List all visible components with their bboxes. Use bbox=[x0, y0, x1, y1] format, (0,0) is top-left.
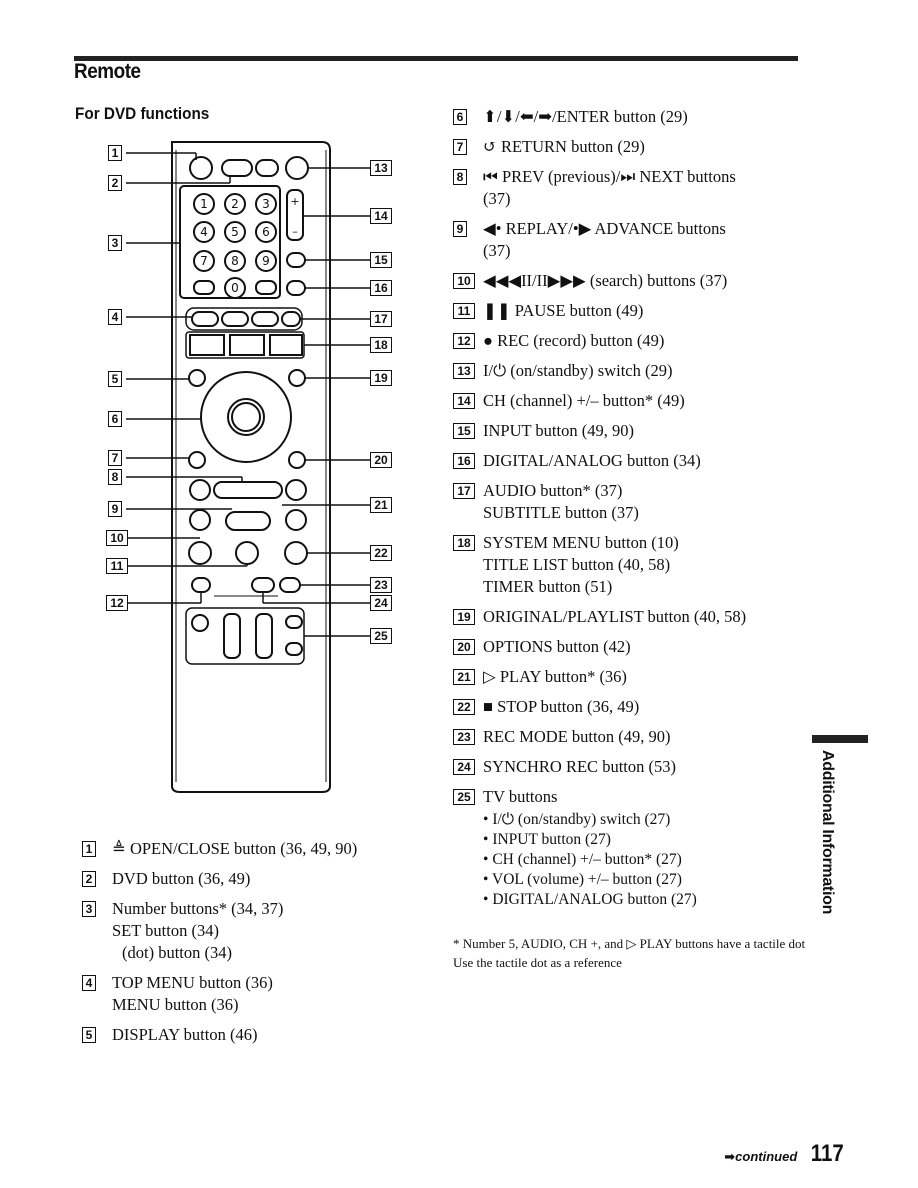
callout-10: 10 bbox=[106, 529, 128, 547]
legend-item-25: 25 TV buttons I/⏻ (on/standby) switch (2… bbox=[453, 786, 808, 910]
legend-item-11: 11❚❚ PAUSE button (49) bbox=[453, 300, 808, 322]
callout-15: 15 bbox=[370, 251, 392, 269]
svg-text:1: 1 bbox=[200, 197, 208, 211]
callout-23: 23 bbox=[370, 576, 392, 594]
subsection-title: For DVD functions bbox=[75, 104, 210, 123]
svg-text:8: 8 bbox=[231, 254, 239, 268]
legend-item-21: 21▷ PLAY button* (36) bbox=[453, 666, 808, 688]
callout-19: 19 bbox=[370, 369, 392, 387]
callout-22: 22 bbox=[370, 544, 392, 562]
svg-text:3: 3 bbox=[262, 197, 270, 211]
dvd-button bbox=[221, 159, 253, 177]
continued-label: ➡continued bbox=[724, 1149, 798, 1164]
callout-8: 8 bbox=[108, 468, 122, 486]
svg-text:5: 5 bbox=[231, 225, 239, 239]
legend-left: 1 ≜ OPEN/CLOSE button (36, 49, 90) 2 DVD… bbox=[82, 838, 422, 1046]
svg-text:7: 7 bbox=[200, 254, 208, 268]
open-close-icon bbox=[189, 156, 213, 180]
legend-item-4: 4 TOP MENU button (36) MENU button (36) bbox=[82, 972, 422, 1016]
legend-item-8: 8⏮ PREV (previous)/⏭ NEXT buttons(37) bbox=[453, 166, 808, 210]
svg-text:9: 9 bbox=[262, 254, 270, 268]
callout-20: 20 bbox=[370, 451, 392, 469]
callout-2: 2 bbox=[108, 174, 122, 192]
svg-text:6: 6 bbox=[262, 225, 270, 239]
legend-item-2: 2 DVD button (36, 49) bbox=[82, 868, 422, 890]
side-tab: Additional Information bbox=[810, 750, 840, 914]
svg-text:2: 2 bbox=[231, 197, 239, 211]
callout-7: 7 bbox=[108, 449, 122, 467]
callout-25: 25 bbox=[370, 627, 392, 645]
callout-11: 11 bbox=[106, 557, 128, 575]
section-rule bbox=[74, 56, 798, 61]
svg-text:4: 4 bbox=[200, 225, 208, 239]
callout-9: 9 bbox=[108, 500, 122, 518]
legend-right: 6⬆/⬇/⬅/➡/ENTER button (29) 7↺ RETURN but… bbox=[453, 106, 808, 910]
section-title: Remote bbox=[74, 60, 141, 83]
svg-text:–: – bbox=[292, 225, 298, 238]
side-tab-label: Additional Information bbox=[819, 750, 836, 915]
legend-item-5: 5 DISPLAY button (46) bbox=[82, 1024, 422, 1046]
legend-item-3: 3 Number buttons* (34, 37) SET button (3… bbox=[82, 898, 422, 964]
callout-21: 21 bbox=[370, 496, 392, 514]
page-number: 117 bbox=[811, 1140, 844, 1167]
callout-12: 12 bbox=[106, 594, 128, 612]
footnote: * Number 5, AUDIO, CH +, and ▷ PLAY butt… bbox=[453, 936, 806, 970]
svg-text:0: 0 bbox=[231, 281, 239, 295]
list-item: INPUT button (27) bbox=[483, 830, 808, 850]
list-item: VOL (volume) +/– button (27) bbox=[483, 870, 808, 890]
remote-body bbox=[171, 141, 331, 793]
side-tab-bar bbox=[812, 735, 868, 743]
legend-item-12: 12● REC (record) button (49) bbox=[453, 330, 808, 352]
list-item: CH (channel) +/– button* (27) bbox=[483, 850, 808, 870]
callout-18: 18 bbox=[370, 336, 392, 354]
list-item: I/⏻ (on/standby) switch (27) bbox=[483, 810, 808, 830]
callout-16: 16 bbox=[370, 279, 392, 297]
page-footer: ➡continued 117 bbox=[724, 1140, 844, 1168]
callout-14: 14 bbox=[370, 207, 392, 225]
svg-text:+: + bbox=[290, 195, 299, 208]
callout-1: 1 bbox=[108, 144, 122, 162]
legend-item-6: 6⬆/⬇/⬅/➡/ENTER button (29) bbox=[453, 106, 808, 128]
legend-item-1: 1 ≜ OPEN/CLOSE button (36, 49, 90) bbox=[82, 838, 422, 860]
list-item: DIGITAL/ANALOG button (27) bbox=[483, 890, 808, 910]
callout-4: 4 bbox=[108, 308, 122, 326]
callout-3: 3 bbox=[108, 234, 122, 252]
legend-item-9: 9◀• REPLAY/•▶ ADVANCE buttons(37) bbox=[453, 218, 808, 262]
callout-17: 17 bbox=[370, 310, 392, 328]
tv-buttons-list: I/⏻ (on/standby) switch (27) INPUT butto… bbox=[483, 810, 808, 910]
legend-item-10: 10◀◀◀II/II▶▶▶ (search) buttons (37) bbox=[453, 270, 808, 292]
legend-item-7: 7↺ RETURN button (29) bbox=[453, 136, 808, 158]
callout-6: 6 bbox=[108, 410, 122, 428]
callout-13: 13 bbox=[370, 159, 392, 177]
legend-item-22: 22■ STOP button (36, 49) bbox=[453, 696, 808, 718]
power-icon bbox=[285, 156, 309, 180]
callout-24: 24 bbox=[370, 594, 392, 612]
callout-5: 5 bbox=[108, 370, 122, 388]
